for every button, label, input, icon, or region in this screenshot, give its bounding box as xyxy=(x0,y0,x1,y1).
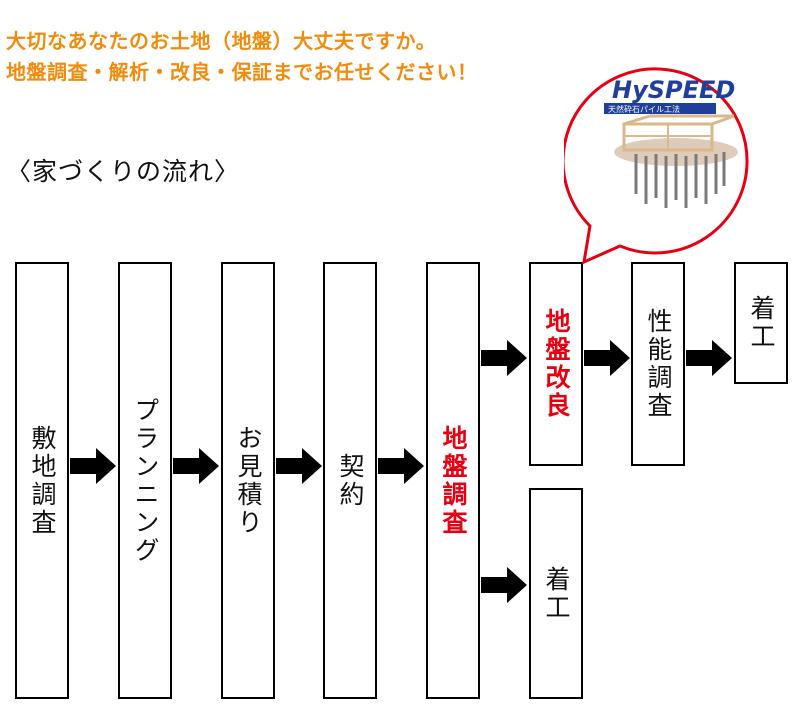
step-site-survey: 敷地調査 xyxy=(15,262,69,699)
hyspeed-logo-name: HySPEED xyxy=(612,76,735,104)
arrow-right-icon xyxy=(481,567,527,603)
hyspeed-logo: HySPEED 天然砕石パイル工法 xyxy=(604,76,735,114)
arrow-right-icon xyxy=(584,340,630,376)
step-ground-improvement: 地盤改良 xyxy=(529,262,583,466)
step-ground-survey: 地盤調査 xyxy=(426,262,480,699)
arrow-right-icon xyxy=(481,340,527,376)
arrow-right-icon xyxy=(70,448,116,484)
step-performance-survey-label: 性能調査 xyxy=(644,308,673,420)
arrow-right-icon xyxy=(173,448,219,484)
heading-line-1: 大切なあなたのお土地（地盤）大丈夫ですか。 xyxy=(6,29,437,53)
heading-line-2: 地盤調査・解析・改良・保証までお任せください！ xyxy=(6,60,478,84)
step-construction-start-lower-label: 着工 xyxy=(542,565,571,622)
arrow-right-icon xyxy=(276,448,322,484)
step-ground-survey-label: 地盤調査 xyxy=(439,424,468,537)
step-site-survey-label: 敷地調査 xyxy=(28,424,57,537)
hyspeed-logo-tagline: 天然砕石パイル工法 xyxy=(608,104,680,114)
step-performance-survey: 性能調査 xyxy=(631,262,685,466)
step-contract: 契約 xyxy=(323,262,377,699)
arrow-right-icon xyxy=(686,340,732,376)
step-planning: プランニング xyxy=(118,262,172,699)
step-estimate: お見積り xyxy=(221,262,275,699)
step-ground-improvement-label: 地盤改良 xyxy=(542,308,571,420)
hyspeed-callout-bubble: HySPEED 天然砕石パイル工法 xyxy=(564,67,749,265)
step-estimate-label: お見積り xyxy=(234,424,263,537)
step-planning-label: プランニング xyxy=(131,396,160,565)
page-subtitle: 〈家づくりの流れ〉 xyxy=(6,157,241,186)
hyspeed-logo-band xyxy=(604,103,716,114)
step-construction-start-upper-label: 着工 xyxy=(747,295,776,351)
step-contract-label: 契約 xyxy=(336,452,365,509)
step-construction-start-upper: 着工 xyxy=(734,262,788,384)
building-foundation-icon xyxy=(614,114,738,208)
arrow-right-icon xyxy=(378,448,424,484)
step-construction-start-lower: 着工 xyxy=(529,488,583,699)
